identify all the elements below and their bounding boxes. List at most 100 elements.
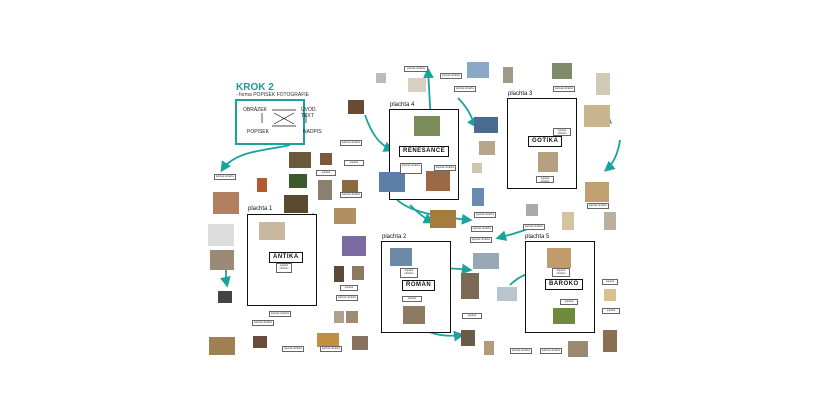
caption-box: popisek obrázku [602,308,620,314]
photo-thumb [342,180,358,192]
photo-thumb [352,336,368,350]
legend-heading-label: NADPIS [303,129,322,135]
board-label-2: plachta 2 [382,234,407,240]
photo-thumb [604,289,616,301]
style-tag-roman: ROMÁN [402,280,436,291]
caption-box: popisek obrázku [470,237,492,243]
photo-thumb [334,208,356,224]
photo-thumb [213,192,239,214]
photo-thumb [210,250,234,270]
photo-thumb [474,117,498,133]
caption-box: popisek obrázku [536,176,554,183]
photo-thumb [461,273,479,299]
photo-thumb [408,78,426,92]
photo-thumb [547,248,571,268]
style-tag-baroko: BAROKO [545,279,583,290]
caption-box: popisek obrázku [540,348,562,354]
photo-thumb [317,333,339,347]
caption-box: popisek obrázku [471,226,493,232]
step-title: KROK 2 [236,82,274,93]
photo-thumb [472,188,484,206]
photo-thumb [461,330,475,346]
photo-thumb [484,341,494,355]
photo-thumb [403,306,425,324]
photo-thumb [289,152,311,168]
photo-baroko-main [553,308,575,324]
photo-thumb [342,236,366,256]
legend-box: OBRÁZEK ÚVOD. TEXT POPISEK NADPIS [235,99,322,145]
caption-box: popisek obrázku [344,160,364,166]
photo-thumb [208,224,234,246]
photo-thumb [209,337,235,355]
photo-thumb [604,212,616,230]
caption-box: popisek obrázku [316,170,336,176]
photo-thumb [503,67,513,83]
caption-box: popisek obrázku [553,128,571,136]
caption-box: popisek obrázku [553,86,575,92]
caption-box: popisek obrázku [552,268,570,277]
arrow-gallery-to-renesance [364,114,395,152]
photo-thumb [320,153,332,165]
photo-thumb [473,253,499,269]
caption-box: popisek obrázku [340,192,362,198]
photo-thumb [584,105,610,127]
photo-thumb [284,195,308,213]
photo-renesance-main [414,116,440,136]
photo-thumb [318,180,332,200]
caption-box: popisek obrázku [510,348,532,354]
photo-antika-main [259,222,285,240]
photo-thumb [603,330,617,352]
arrow-legend-to-left [220,144,291,173]
caption-box: popisek obrázku [320,346,342,352]
caption-box: popisek obrázku [400,163,422,174]
board-label-1: plachta 1 [248,206,273,212]
caption-box: popisek obrázku [400,268,418,278]
caption-box: popisek obrázku [336,295,358,301]
photo-thumb [596,73,610,95]
caption-box: popisek obrázku [269,311,291,317]
photo-thumb [472,163,482,173]
photo-thumb [568,341,588,357]
caption-box: popisek obrázku [214,174,236,180]
caption-box: popisek obrázku [462,313,482,319]
caption-box: popisek obrázku [252,320,274,326]
photo-thumb [334,311,344,323]
caption-box: popisek obrázku [402,296,422,302]
photo-thumb [346,311,358,323]
photo-thumb [376,73,386,83]
caption-box: popisek obrázku [560,299,578,305]
style-tag-antika: ANTIKA [269,252,303,263]
photo-thumb [526,204,538,216]
caption-box: popisek obrázku [340,285,358,291]
legend-caption-label: POPISEK [247,129,269,135]
arrow-gotika-down [603,139,621,172]
photo-thumb [497,287,517,301]
photo-thumb [352,266,364,280]
photo-gotika-main [538,152,558,172]
legend-image-label: OBRÁZEK [243,107,267,113]
caption-box: popisek obrázku [474,212,496,218]
photo-thumb [479,141,495,155]
photo-thumb [585,182,609,202]
caption-box: popisek obrázku [404,66,428,72]
board-label-3: plachta 3 [508,91,533,97]
caption-box: popisek obrázku [340,140,362,146]
photo-thumb [426,171,450,191]
photo-thumb [390,248,412,266]
caption-box: popisek obrázku [434,165,456,171]
board-label-5: plachta 5 [525,234,550,240]
style-tag-gotika: GOTIKA [528,136,563,147]
caption-box: popisek obrázku [587,203,609,209]
caption-box: popisek obrázku [602,279,618,285]
caption-box: popisek obrázku [282,346,304,352]
style-tag-renesance: RENESANCE [399,146,450,157]
photo-thumb [289,174,307,188]
step-subtitle: - forma POPISEK FOTOGRAFIE [236,92,309,98]
photo-thumb [257,178,267,192]
caption-box: popisek obrázku [440,73,462,79]
photo-thumb [430,210,456,228]
caption-box: popisek obrázku [523,224,545,230]
photo-thumb [379,172,405,192]
